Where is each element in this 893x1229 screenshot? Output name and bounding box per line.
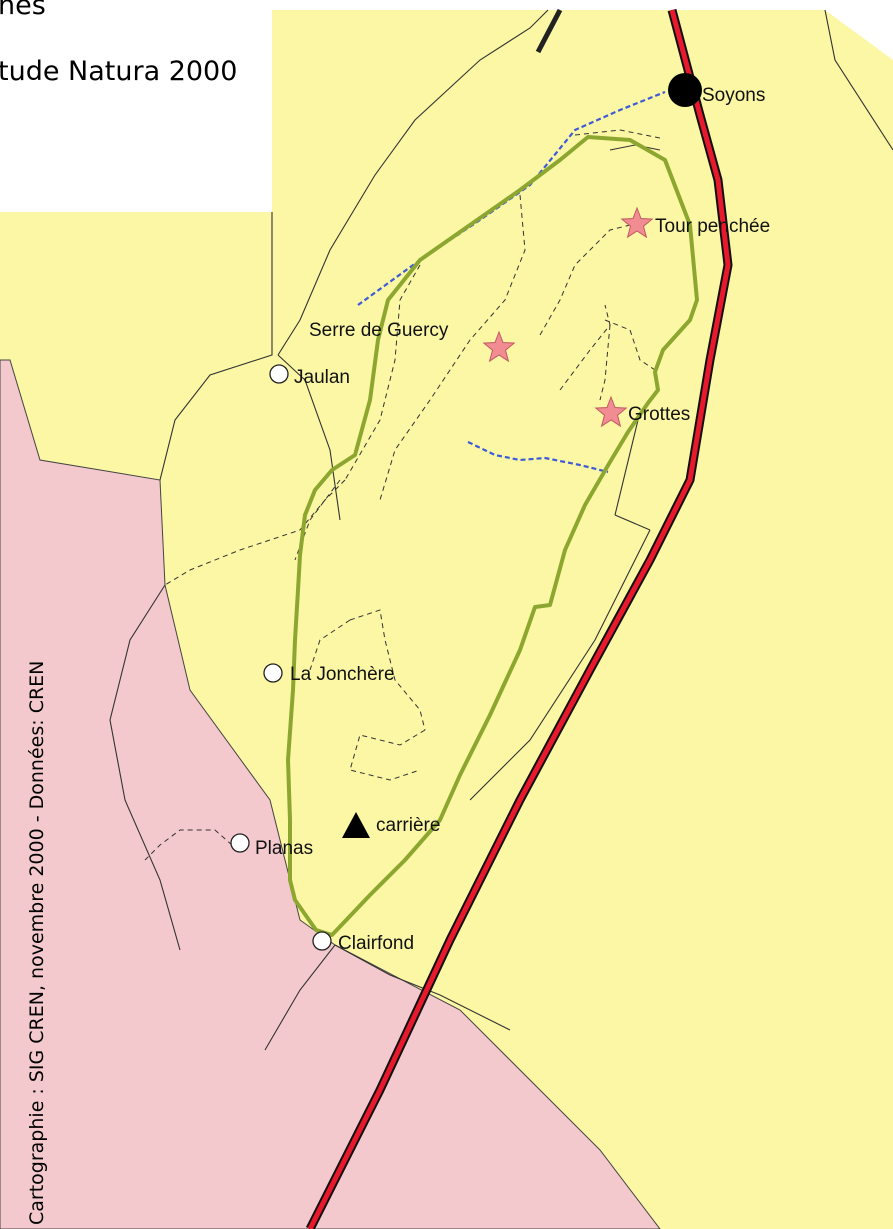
label-la-jonchere: La Jonchère <box>290 664 395 685</box>
title-box <box>0 0 272 212</box>
title-line2: tude Natura 2000 <box>0 56 237 87</box>
study-perimeter <box>286 135 699 937</box>
hamlet-clairfond <box>312 931 332 951</box>
hamlet-planas <box>230 833 250 853</box>
label-carriere: carrière <box>376 815 440 836</box>
credit-text: Cartographie : SIG CREN, novembre 2000 -… <box>26 661 48 1225</box>
main-road <box>305 8 733 1229</box>
label-grottes: Grottes <box>628 404 690 425</box>
label-planas: Planas <box>255 838 313 859</box>
commune-boundaries <box>109 9 893 1051</box>
label-tour-penchee: Tour penchée <box>655 216 770 237</box>
town-marker <box>668 73 702 107</box>
star-tour-penchee <box>620 206 654 239</box>
quarry-triangle-icon <box>342 812 370 838</box>
railway-top <box>535 8 563 54</box>
hamlet-jaulan <box>269 364 289 384</box>
hamlet-la-jonchere <box>263 663 283 683</box>
label-serre-de-guercy: Serre de Guercy <box>309 320 449 341</box>
label-jaulan: Jaulan <box>294 367 350 388</box>
star-grottes <box>594 395 628 428</box>
pink-zone <box>0 359 661 1229</box>
label-clairfond: Clairfond <box>338 933 414 954</box>
star-serre-de-guercy <box>482 330 516 363</box>
dashed-tracks <box>144 129 661 861</box>
label-soyons: Soyons <box>702 85 765 106</box>
title-line1: nes <box>0 0 46 21</box>
